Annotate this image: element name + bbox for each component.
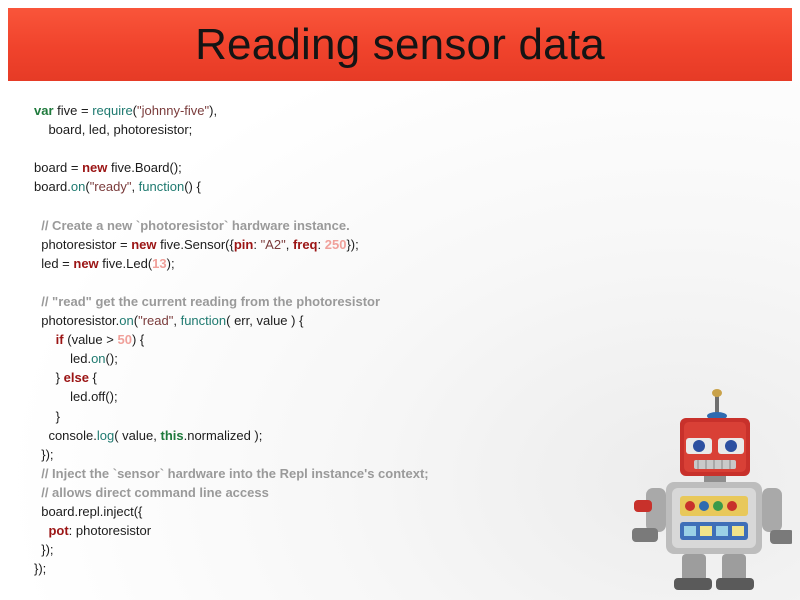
code-line: led.off(); (34, 387, 429, 406)
code-line (34, 196, 429, 215)
code-line: // allows direct command line access (34, 483, 429, 502)
code-token: led. (34, 351, 92, 367)
code-token: ( value, (114, 427, 161, 443)
code-token: : (253, 236, 261, 252)
code-line: }); (34, 445, 429, 464)
code-line: photoresistor = new five.Sensor({pin: "A… (34, 235, 429, 254)
code-line: // Inject the `sensor` hardware into the… (34, 464, 429, 483)
code-line: if (value > 50) { (34, 330, 429, 349)
code-token: function (180, 313, 227, 329)
code-token: (value > (63, 332, 118, 348)
code-line: led = new five.Led(13); (34, 254, 429, 273)
code-line: pot: photoresistor (34, 521, 429, 540)
code-token: log (96, 427, 115, 443)
code-token: }); (34, 561, 47, 577)
code-token: 250 (324, 236, 347, 252)
code-line: }); (34, 559, 429, 578)
code-token: "read" (138, 313, 174, 329)
code-token: pot (48, 523, 69, 539)
code-token: "A2" (260, 236, 286, 252)
slide-title: Reading sensor data (195, 19, 605, 69)
code-token: "ready" (89, 179, 132, 195)
code-token: var (34, 103, 54, 118)
code-line: } (34, 407, 429, 426)
code-token: led = (34, 255, 74, 271)
code-line: board.repl.inject({ (34, 502, 429, 521)
code-token: 13 (152, 255, 167, 271)
code-token: }); (346, 236, 359, 252)
title-bar: Reading sensor data (8, 8, 792, 81)
code-token: , (173, 313, 181, 329)
code-token: { (88, 370, 97, 386)
code-line: // Create a new `photoresistor` hardware… (34, 216, 429, 235)
code-block: var five = require("johnny-five"), board… (34, 101, 429, 578)
code-token: } (34, 370, 64, 386)
code-token: board = (34, 160, 83, 176)
code-token: () { (184, 179, 201, 195)
code-token: : photoresistor (68, 523, 152, 539)
code-line (34, 273, 429, 292)
code-token: ); (166, 255, 175, 271)
code-token (34, 332, 56, 347)
code-token: (); (105, 351, 118, 367)
code-token: led.off(); (34, 389, 118, 405)
code-token (34, 523, 48, 538)
code-token: console. (34, 427, 97, 443)
code-token: ( (85, 179, 90, 195)
code-token: on (119, 313, 134, 329)
code-token: }); (34, 446, 54, 462)
code-line: led.on(); (34, 349, 429, 368)
code-line (34, 139, 429, 158)
code-token: } (34, 408, 61, 424)
code-token: ), (209, 103, 218, 118)
code-token: // Inject the `sensor` hardware into the… (34, 465, 429, 481)
code-token: five.Led( (98, 255, 153, 271)
code-token: ( (133, 313, 139, 329)
code-token: photoresistor = (34, 236, 132, 252)
code-token: // "read" get the current reading from t… (34, 293, 381, 309)
code-line: }); (34, 540, 429, 559)
code-token: "johnny-five" (137, 103, 210, 118)
code-token: else (63, 370, 89, 386)
code-line: board = new five.Board(); (34, 158, 429, 177)
code-line: } else { (34, 368, 429, 387)
code-line: // "read" get the current reading from t… (34, 292, 429, 311)
code-token: function (138, 179, 185, 195)
tin-robot-icon (632, 389, 792, 590)
code-token: board, led, photoresistor; (34, 122, 193, 138)
code-token: on (70, 179, 86, 195)
code-token: }); (34, 542, 54, 558)
code-token: five.Sensor({ (156, 236, 234, 252)
code-line: var five = require("johnny-five"), (34, 101, 429, 120)
code-token: new (73, 255, 99, 271)
code-line: board, led, photoresistor; (34, 120, 429, 139)
code-token: on (91, 351, 106, 367)
code-token: ( err, value ) { (226, 313, 304, 329)
code-token: , (131, 179, 139, 195)
code-token: this (160, 427, 184, 443)
code-token: board. (34, 179, 71, 195)
code-token: .normalized ); (183, 427, 263, 443)
code-line: console.log( value, this.normalized ); (34, 426, 429, 445)
code-token: , (285, 236, 293, 252)
code-token: freq (292, 236, 318, 252)
code-token: new (131, 236, 157, 252)
code-token: require (92, 103, 133, 118)
code-token: pin (233, 236, 254, 252)
code-token: // Create a new `photoresistor` hardware… (34, 217, 350, 233)
code-token: ( (132, 103, 138, 118)
code-token: 50 (117, 332, 132, 348)
code-token: photoresistor. (34, 313, 120, 329)
code-token: five = (53, 103, 93, 118)
code-token: board.repl.inject({ (34, 503, 143, 519)
code-token: new (82, 160, 108, 176)
code-token: ) { (131, 332, 145, 348)
code-line: photoresistor.on("read", function( err, … (34, 311, 429, 330)
code-token: // allows direct command line access (34, 484, 269, 500)
code-token: : (317, 236, 325, 252)
code-line: board.on("ready", function() { (34, 177, 429, 196)
code-token: five.Board(); (107, 160, 182, 176)
code-token: if (55, 332, 64, 348)
